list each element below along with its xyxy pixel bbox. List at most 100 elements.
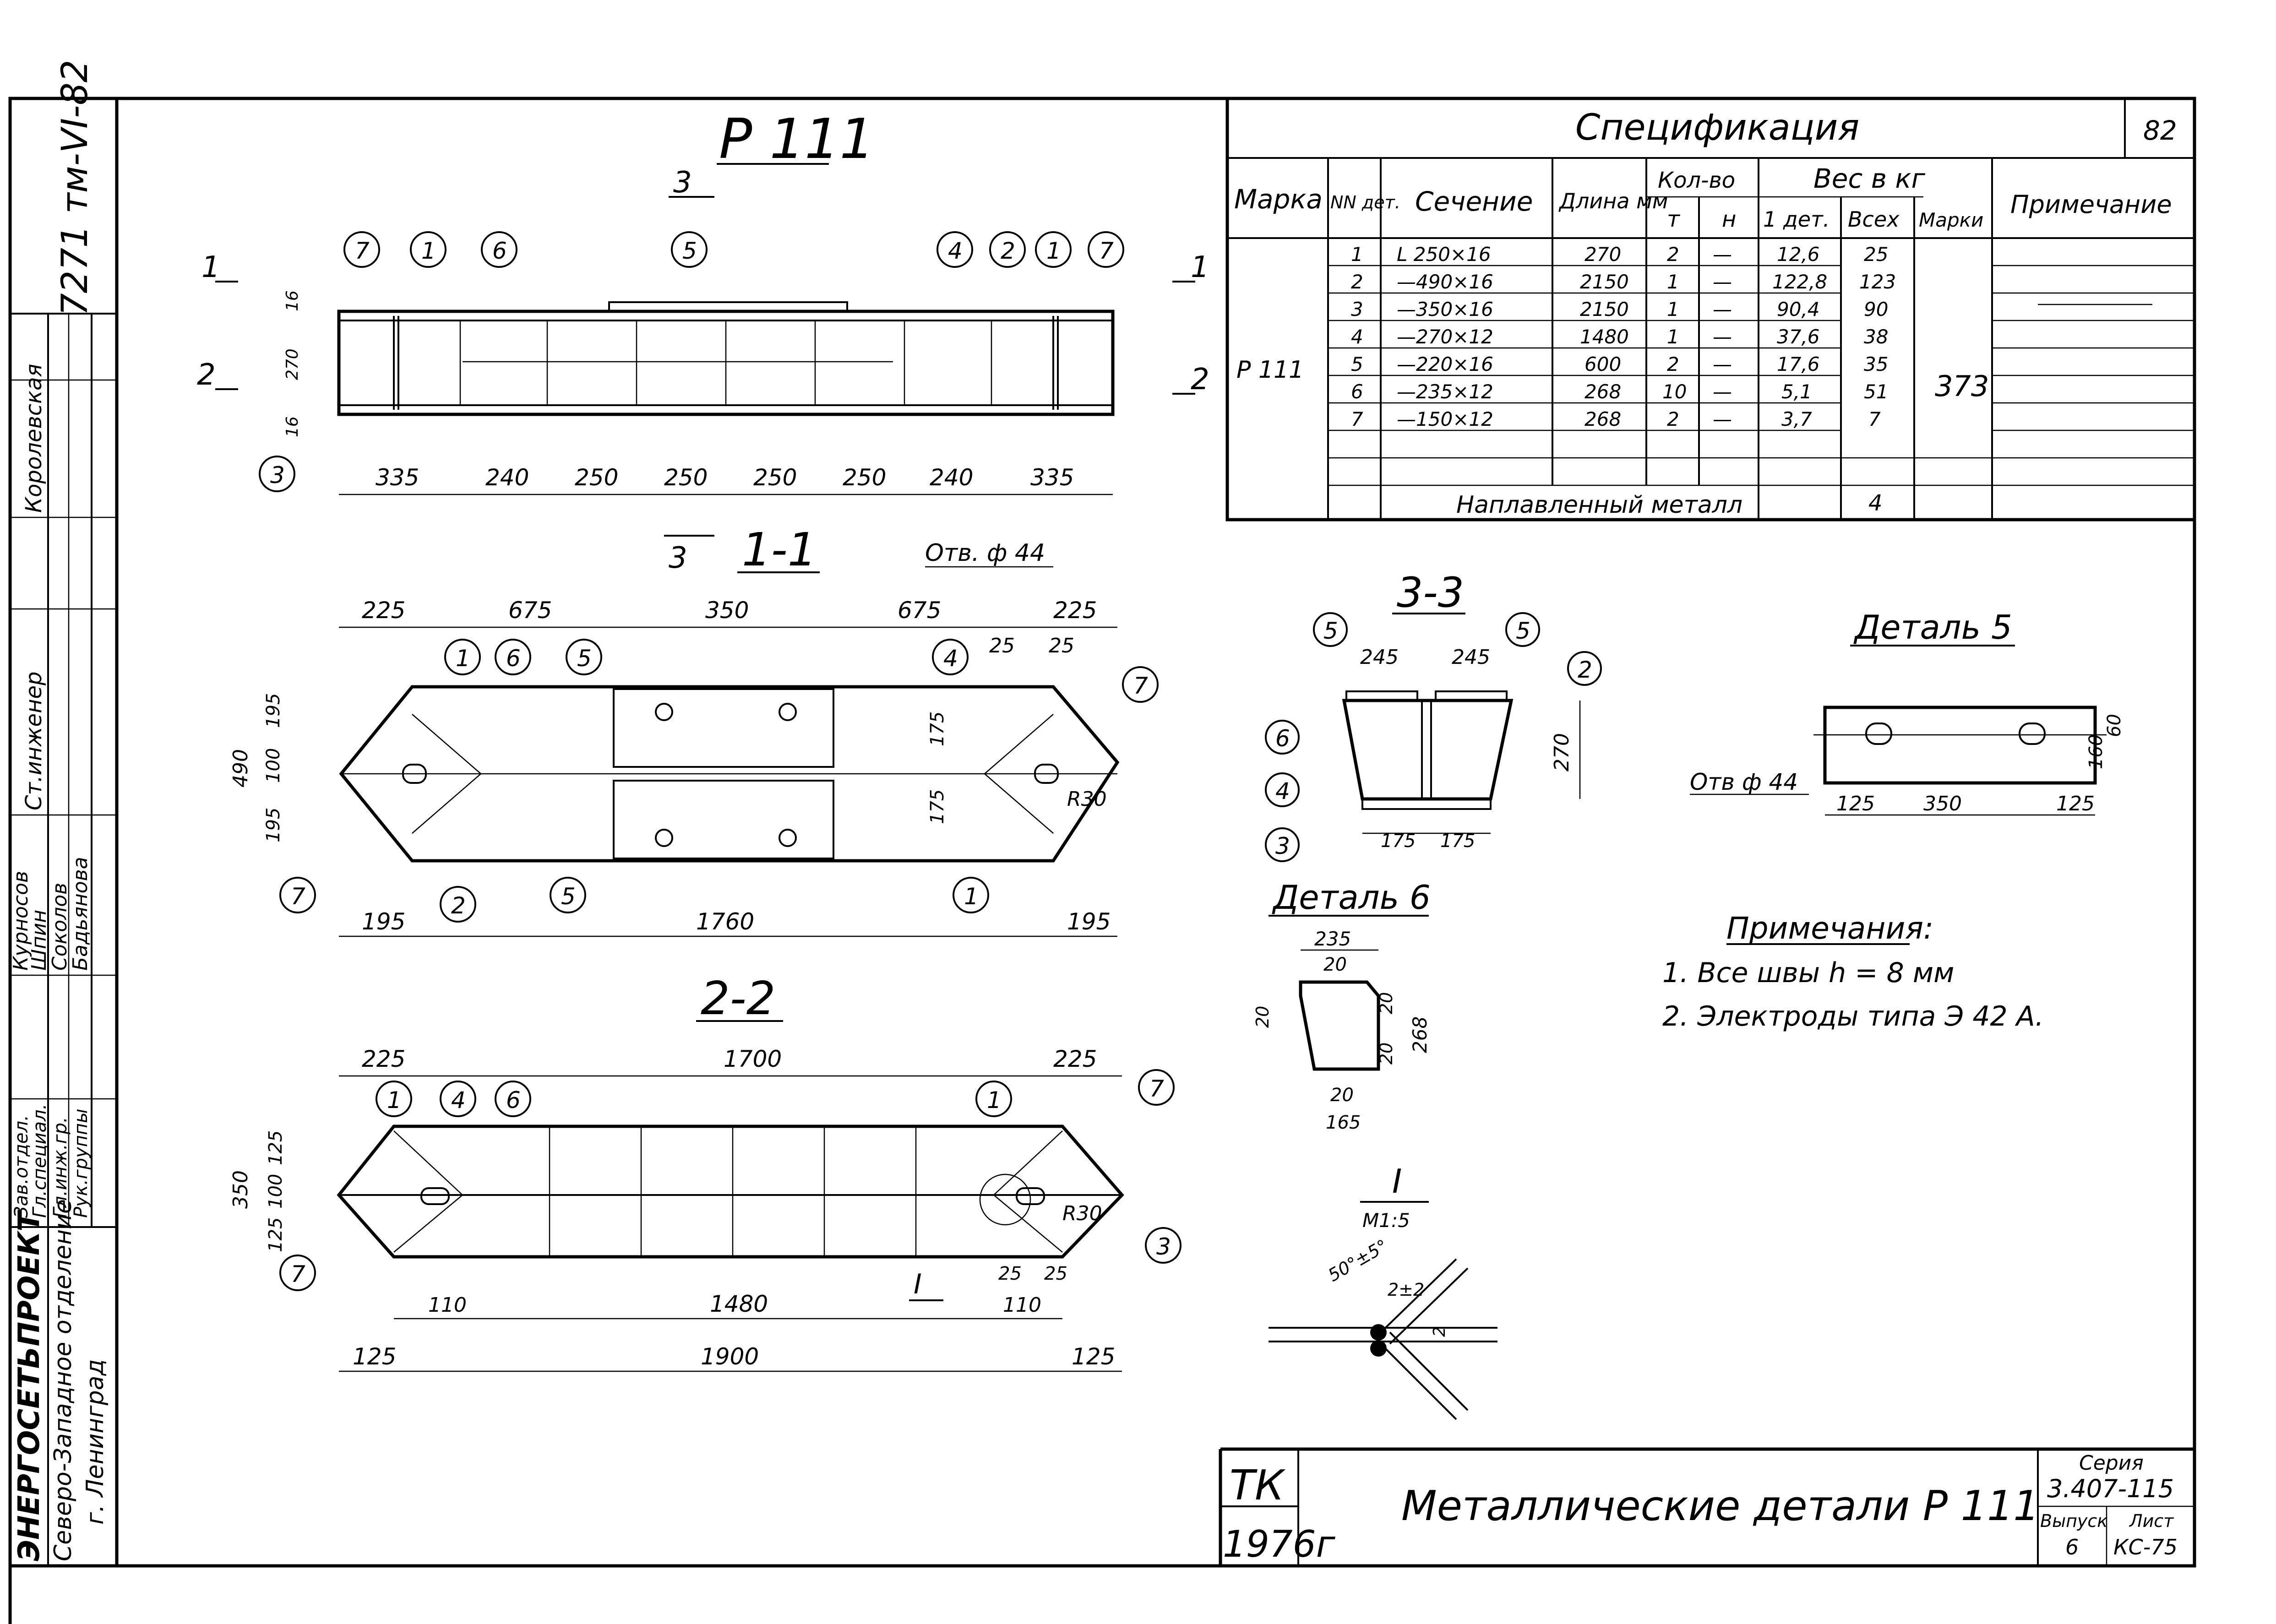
s11-title: 1-1	[742, 523, 817, 576]
s22-pos-6: 6	[506, 1087, 521, 1113]
s11-dim-top-2: 675	[508, 597, 552, 624]
s22-pos-7a: 7	[1149, 1075, 1164, 1102]
spec-r2-sec: —490×16	[1397, 271, 1493, 293]
s22-dim-left-350: 350	[229, 1170, 252, 1209]
notes-title: Примечания:	[1726, 911, 1933, 946]
name-badyanova: Бадьянова	[69, 857, 92, 971]
s22-pos-1a: 1	[387, 1087, 402, 1113]
spec-r1-len: 270	[1584, 243, 1621, 266]
detail-5: Деталь 5 Отв ф 44 125 350 125 160 60	[1690, 608, 2125, 816]
s33-pos-4: 4	[1275, 778, 1290, 804]
spec-r7-n: 7	[1351, 408, 1363, 430]
s22-pos-4: 4	[451, 1087, 466, 1113]
s11-pos-1a: 1	[456, 645, 470, 672]
name-sokolov: Соколов	[48, 883, 71, 971]
spec-r4-wall: 38	[1864, 326, 1888, 348]
tb-issue-value: 6	[2065, 1535, 2079, 1559]
role-chief-eng: Гл.инж.гр.	[50, 1117, 71, 1218]
tb-year: 1976г	[1223, 1523, 1336, 1565]
s11-dim-top-1: 225	[362, 597, 405, 624]
d5-hole-label: Отв ф 44	[1690, 769, 1798, 795]
spec-r7-h: —	[1713, 408, 1732, 430]
name-kurnosov: Курносов	[9, 871, 33, 971]
spec-r1-t: 2	[1667, 243, 1679, 266]
main-pos-2: 2	[1001, 238, 1015, 264]
s22-dim-b1-3: 110	[1003, 1293, 1041, 1317]
spec-r3-n: 3	[1351, 298, 1363, 320]
spec-r4-t: 1	[1667, 326, 1679, 348]
spec-r7-sec: —150×12	[1397, 408, 1493, 430]
s33-title: 3-3	[1397, 569, 1464, 617]
spec-r1-h: —	[1713, 243, 1732, 266]
org-dept: Северо-Западное отделение	[49, 1199, 77, 1561]
s22-dim-left-125a: 125	[265, 1130, 286, 1165]
spec-r3-t: 1	[1667, 298, 1679, 320]
s22-dim-b2-1: 125	[353, 1343, 396, 1370]
s33-dim-bot-1: 175	[1381, 831, 1416, 852]
s11-dim-inner-2: 175	[927, 789, 948, 824]
s11-pos-5b: 5	[561, 883, 576, 910]
s22-dim-b1-1: 110	[428, 1293, 467, 1317]
cut-2-right: 2	[1191, 363, 1209, 396]
d6-dim-right: 268	[1409, 1016, 1431, 1053]
tb-series-value: 3.407-115	[2047, 1474, 2174, 1503]
tb-tk: ТК	[1230, 1461, 1286, 1510]
spec-r3-sec: —350×16	[1397, 298, 1493, 320]
s11-dim-left-100: 100	[263, 748, 284, 783]
s22-dim-b2-2: 1900	[701, 1343, 759, 1370]
s33-dim-top-2: 245	[1452, 646, 1490, 669]
cut-3-top: 3	[673, 166, 692, 200]
dI-scale: М1:5	[1362, 1209, 1410, 1232]
d5-dim-right-2: 60	[2104, 714, 2125, 737]
s11-radius: R30	[1067, 788, 1107, 811]
spec-r4-sec: —270×12	[1397, 326, 1493, 348]
spec-r4-len: 1480	[1580, 326, 1629, 348]
s11-pos-4: 4	[943, 645, 958, 672]
dI-gap: 2±2	[1388, 1280, 1424, 1300]
s33-pos-3: 3	[1275, 833, 1290, 859]
dI-thick: 2	[1430, 1326, 1449, 1337]
cut-1-right: 1	[1191, 250, 1209, 284]
s11-dim-bot-3: 195	[1067, 908, 1111, 935]
tb-series-label: Серия	[2079, 1451, 2144, 1475]
spec-weld-label: Наплавленный металл	[1456, 491, 1742, 519]
spec-r7-t: 2	[1667, 408, 1679, 430]
spec-r4-h: —	[1713, 326, 1732, 348]
s11-dim-top-3: 350	[705, 597, 749, 624]
tb-sheet-label: Лист	[2129, 1511, 2174, 1531]
spec-r5-len: 600	[1584, 353, 1621, 375]
s22-pos-7b: 7	[291, 1261, 305, 1287]
spec-r5-n: 5	[1351, 353, 1363, 375]
s22-dim-b2-3: 125	[1072, 1343, 1115, 1370]
s11-pos-2: 2	[451, 892, 466, 919]
s33-pos-5b: 5	[1516, 618, 1530, 644]
s11-dim-tr-2: 25	[1049, 634, 1074, 657]
spec-h-mark: Марка	[1234, 184, 1323, 215]
d6-dim-bottom-inner: 20	[1330, 1085, 1354, 1106]
spec-r6-n: 6	[1351, 380, 1363, 403]
main-pos-1b: 1	[1046, 238, 1061, 264]
detail-I: I М1:5 50°±5° 2±2 2	[1269, 1162, 1497, 1420]
s22-dim-bs-1: 25	[998, 1263, 1022, 1284]
role-senior-eng: Ст.инженер	[21, 672, 47, 810]
name-korolevskaya: Королевская	[21, 364, 47, 513]
spec-h-wmark: Марки	[1919, 209, 1983, 231]
s22-dim-top-1: 225	[362, 1046, 405, 1072]
role-chief-spec: Гл.специал.	[29, 1104, 50, 1218]
spec-r7-w1: 3,7	[1781, 408, 1812, 430]
section-3-3: 3-3 245 245 270 175 175 5 5 2 6 4 3	[1265, 569, 1602, 862]
s11-dim-top-4: 675	[898, 597, 941, 624]
spec-r4-n: 4	[1351, 326, 1363, 348]
spec-r5-t: 2	[1667, 353, 1679, 375]
main-dim-3: 250	[575, 464, 618, 491]
section-2-2: 2-2 225 1700 225 350 125 100 125 R30 110…	[229, 972, 1182, 1372]
spec-r1-wall: 25	[1864, 243, 1888, 266]
side-block: 7271 тм-VI-82 Ст.инженер Королевская Зав…	[9, 60, 117, 1566]
spec-r3-h: —	[1713, 298, 1732, 320]
d6-dim-right-2: 20	[1376, 1043, 1396, 1065]
s22-dim-left-125b: 125	[265, 1217, 286, 1252]
spec-r5-h: —	[1713, 353, 1732, 375]
main-pos-4: 4	[948, 238, 963, 264]
spec-r3-w1: 90,4	[1777, 298, 1820, 320]
